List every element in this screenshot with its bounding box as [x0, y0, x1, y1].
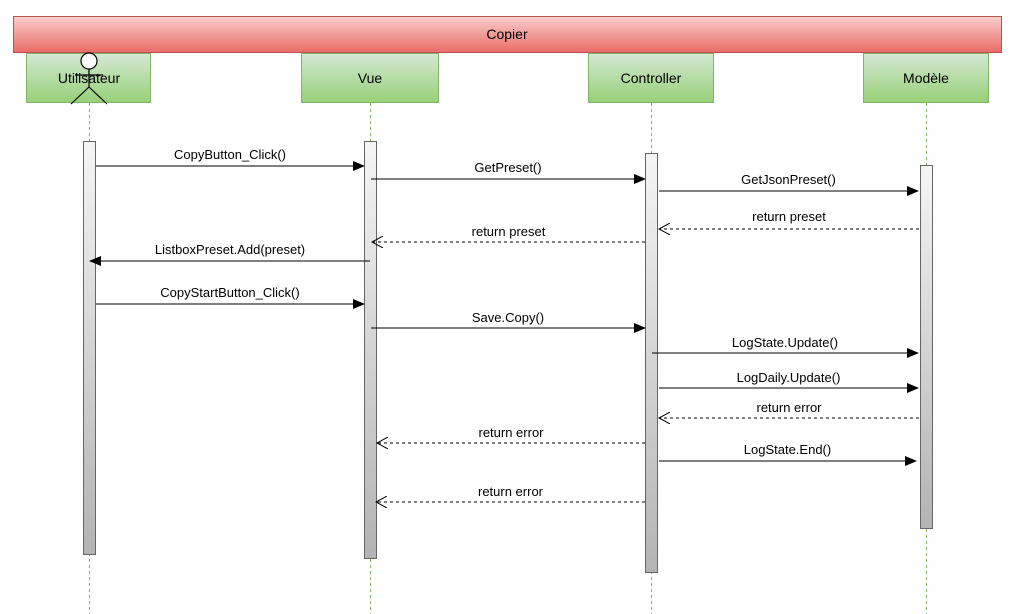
participant-box	[588, 53, 714, 103]
participant-vue: Vue	[301, 53, 439, 103]
title-banner-box	[13, 16, 1002, 53]
message-call: LogState.Update()	[652, 335, 919, 358]
message-return: return error	[377, 425, 645, 443]
message-label: CopyButton_Click()	[174, 147, 286, 162]
activation-bar-user	[83, 141, 96, 555]
message-return: return preset	[372, 224, 645, 242]
message-label: LogState.End()	[744, 442, 831, 457]
message-call: CopyButton_Click()	[96, 147, 365, 171]
actor-stick-figure-icon	[70, 52, 108, 105]
message-label: CopyStartButton_Click()	[160, 285, 299, 300]
message-label: return preset	[472, 224, 546, 239]
message-label: return preset	[752, 209, 826, 224]
message-label: return error	[756, 400, 822, 415]
message-call: GetJsonPreset()	[659, 172, 919, 196]
participant-box	[301, 53, 439, 103]
message-label: GetJsonPreset()	[741, 172, 836, 187]
participant-model: Modèle	[863, 53, 989, 103]
participant-label: Controller	[621, 70, 682, 86]
diagram-title-banner: Copier	[13, 16, 1002, 53]
message-call: ListboxPreset.Add(preset)	[89, 242, 370, 266]
message-label: return error	[478, 425, 544, 440]
message-label: return error	[478, 484, 544, 499]
message-call: LogState.End()	[659, 442, 917, 466]
message-label: LogDaily.Update()	[737, 370, 841, 385]
participant-box	[863, 53, 989, 103]
message-return: return error	[659, 400, 919, 418]
activation-bar-controller	[645, 153, 658, 573]
activation-bar-model	[920, 165, 933, 529]
message-return: return preset	[659, 209, 919, 229]
participant-user: Utilisateur	[26, 52, 151, 105]
message-label: GetPreset()	[474, 160, 541, 175]
participant-controller: Controller	[588, 53, 714, 103]
activation-bar-vue	[364, 141, 377, 559]
message-label: ListboxPreset.Add(preset)	[155, 242, 305, 257]
message-return: return error	[376, 484, 645, 502]
message-call: CopyStartButton_Click()	[96, 285, 365, 309]
participant-label: Utilisateur	[58, 70, 121, 86]
diagram-title: Copier	[486, 26, 528, 42]
message-call: GetPreset()	[371, 160, 646, 184]
participant-label: Vue	[358, 70, 383, 86]
message-call: Save.Copy()	[371, 310, 646, 333]
messages: CopyButton_Click() GetPreset() GetJsonPres…	[89, 147, 919, 502]
message-label: LogState.Update()	[732, 335, 838, 350]
activation-bars	[83, 141, 933, 573]
message-label: Save.Copy()	[472, 310, 544, 325]
message-call: LogDaily.Update()	[659, 370, 919, 393]
participant-label: Modèle	[903, 70, 949, 86]
